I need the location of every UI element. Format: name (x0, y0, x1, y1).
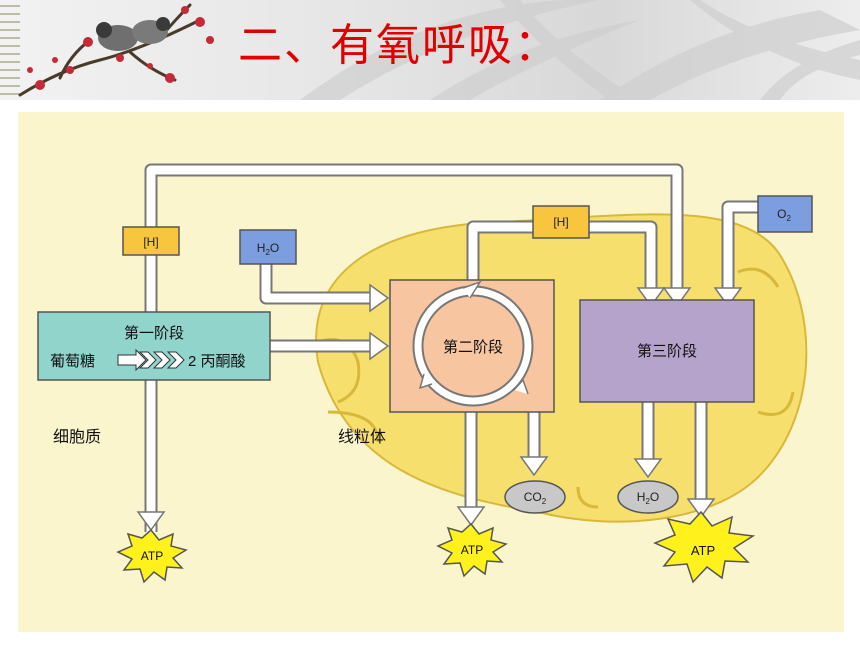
aerobic-respiration-diagram: 第一阶段 葡萄糖 2 丙酮酸 [H] H2O [H] O2 第二阶段 (37, 163, 813, 584)
slide-header: 二、有氧呼吸： (0, 0, 860, 100)
water-output-label: H2O (637, 490, 659, 506)
stage1-title: 第一阶段 (124, 324, 184, 342)
diagram-panel: 第一阶段 葡萄糖 2 丙酮酸 [H] H2O [H] O2 第二阶段 (18, 112, 844, 632)
h-box-left-label: [H] (143, 235, 158, 249)
oxygen-label: O2 (777, 207, 791, 223)
stage2-title: 第二阶段 (443, 338, 503, 356)
water-input-arrow (259, 264, 390, 313)
h-box-middle-label: [H] (553, 215, 568, 229)
oxygen-box (757, 195, 813, 233)
atp-burst-2: ATP (436, 522, 508, 578)
water-input-box (239, 229, 297, 265)
water-input-label: H2O (257, 241, 279, 257)
conversion-arrows-icon (117, 348, 185, 372)
h-box-middle (532, 205, 590, 239)
ruled-lines-decoration (0, 5, 20, 95)
stage1-box (37, 311, 271, 381)
co2-label: CO2 (524, 490, 547, 506)
atp-1-label: ATP (141, 549, 163, 563)
fern-leaves-decoration (300, 0, 860, 100)
atp-3-label: ATP (691, 543, 715, 558)
plum-blossom-birds-illustration (18, 3, 214, 97)
water-output-arrow (633, 402, 663, 479)
glucose-label: 葡萄糖 (50, 353, 95, 370)
h-box-left (122, 226, 180, 256)
pyruvate-arrow (270, 331, 390, 361)
water-output-bubble (617, 480, 679, 514)
cytoplasm-label: 细胞质 (53, 428, 101, 446)
co2-bubble (504, 480, 566, 514)
oxygen-arrow (713, 200, 758, 308)
atp-burst-3: ATP (653, 510, 756, 584)
stage3-atp-arrow (686, 402, 716, 519)
cycle-icon (412, 280, 534, 407)
page-title: 二、有氧呼吸： (238, 20, 560, 71)
atp-2-label: ATP (461, 543, 483, 557)
stage3-box (579, 299, 755, 403)
stage3-title: 第三阶段 (637, 342, 697, 360)
mitochondria-label: 线粒体 (338, 428, 386, 446)
pyruvate-label: 2 丙酮酸 (188, 353, 246, 370)
co2-arrow (519, 412, 549, 477)
atp-burst-1: ATP (116, 528, 188, 584)
stage2-atp-arrow (456, 412, 486, 527)
